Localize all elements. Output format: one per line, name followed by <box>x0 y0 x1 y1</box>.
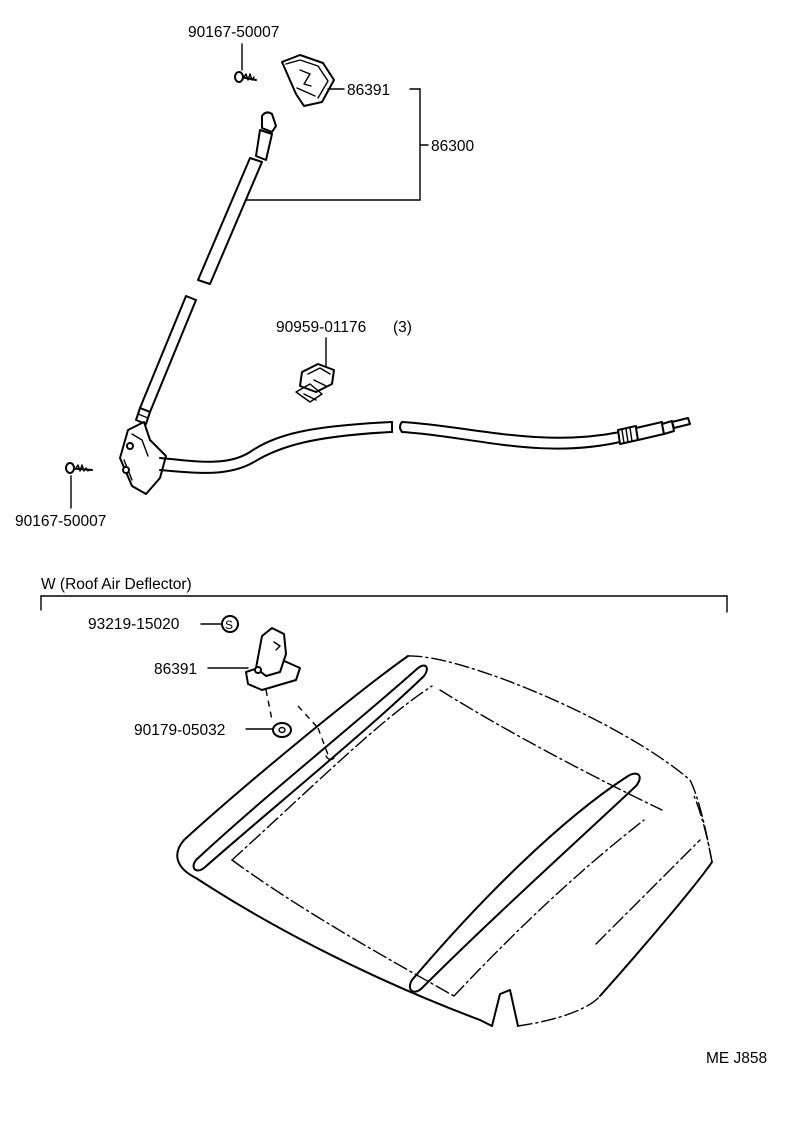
antenna-base <box>119 421 167 495</box>
spacer-part: S <box>221 615 239 633</box>
label-clamp: 90959-01176 <box>276 319 366 336</box>
antenna-mast-upper <box>197 111 277 285</box>
section-bracket <box>40 595 728 613</box>
bolt-bottom <box>65 462 93 474</box>
spacer-symbol: S <box>225 618 233 632</box>
label-antenna-assy: 86300 <box>431 138 474 155</box>
antenna-cable <box>159 421 621 474</box>
antenna-assy-bracket <box>245 88 429 201</box>
label-clamp-qty: (3) <box>393 319 412 336</box>
install-guides <box>265 689 335 761</box>
nut-part <box>272 722 292 738</box>
label-holder-top: 86391 <box>347 82 390 99</box>
antenna-holder-bottom <box>245 627 301 691</box>
cable-clamp <box>295 363 335 403</box>
label-nut: 90179-05032 <box>134 722 225 739</box>
label-bolt-bottom: 90167-50007 <box>15 513 106 530</box>
diagram-code: ME J858 <box>706 1050 767 1067</box>
section-title: W (Roof Air Deflector) <box>41 576 192 593</box>
cable-connector <box>617 417 691 445</box>
label-bolt-top: 90167-50007 <box>188 24 279 41</box>
antenna-mast-lower <box>135 295 197 425</box>
roof-air-deflector <box>176 655 713 1027</box>
label-spacer: 93219-15020 <box>88 616 180 633</box>
bolt-top <box>234 71 257 83</box>
label-holder-bottom: 86391 <box>154 661 197 678</box>
antenna-holder-top <box>281 54 335 107</box>
